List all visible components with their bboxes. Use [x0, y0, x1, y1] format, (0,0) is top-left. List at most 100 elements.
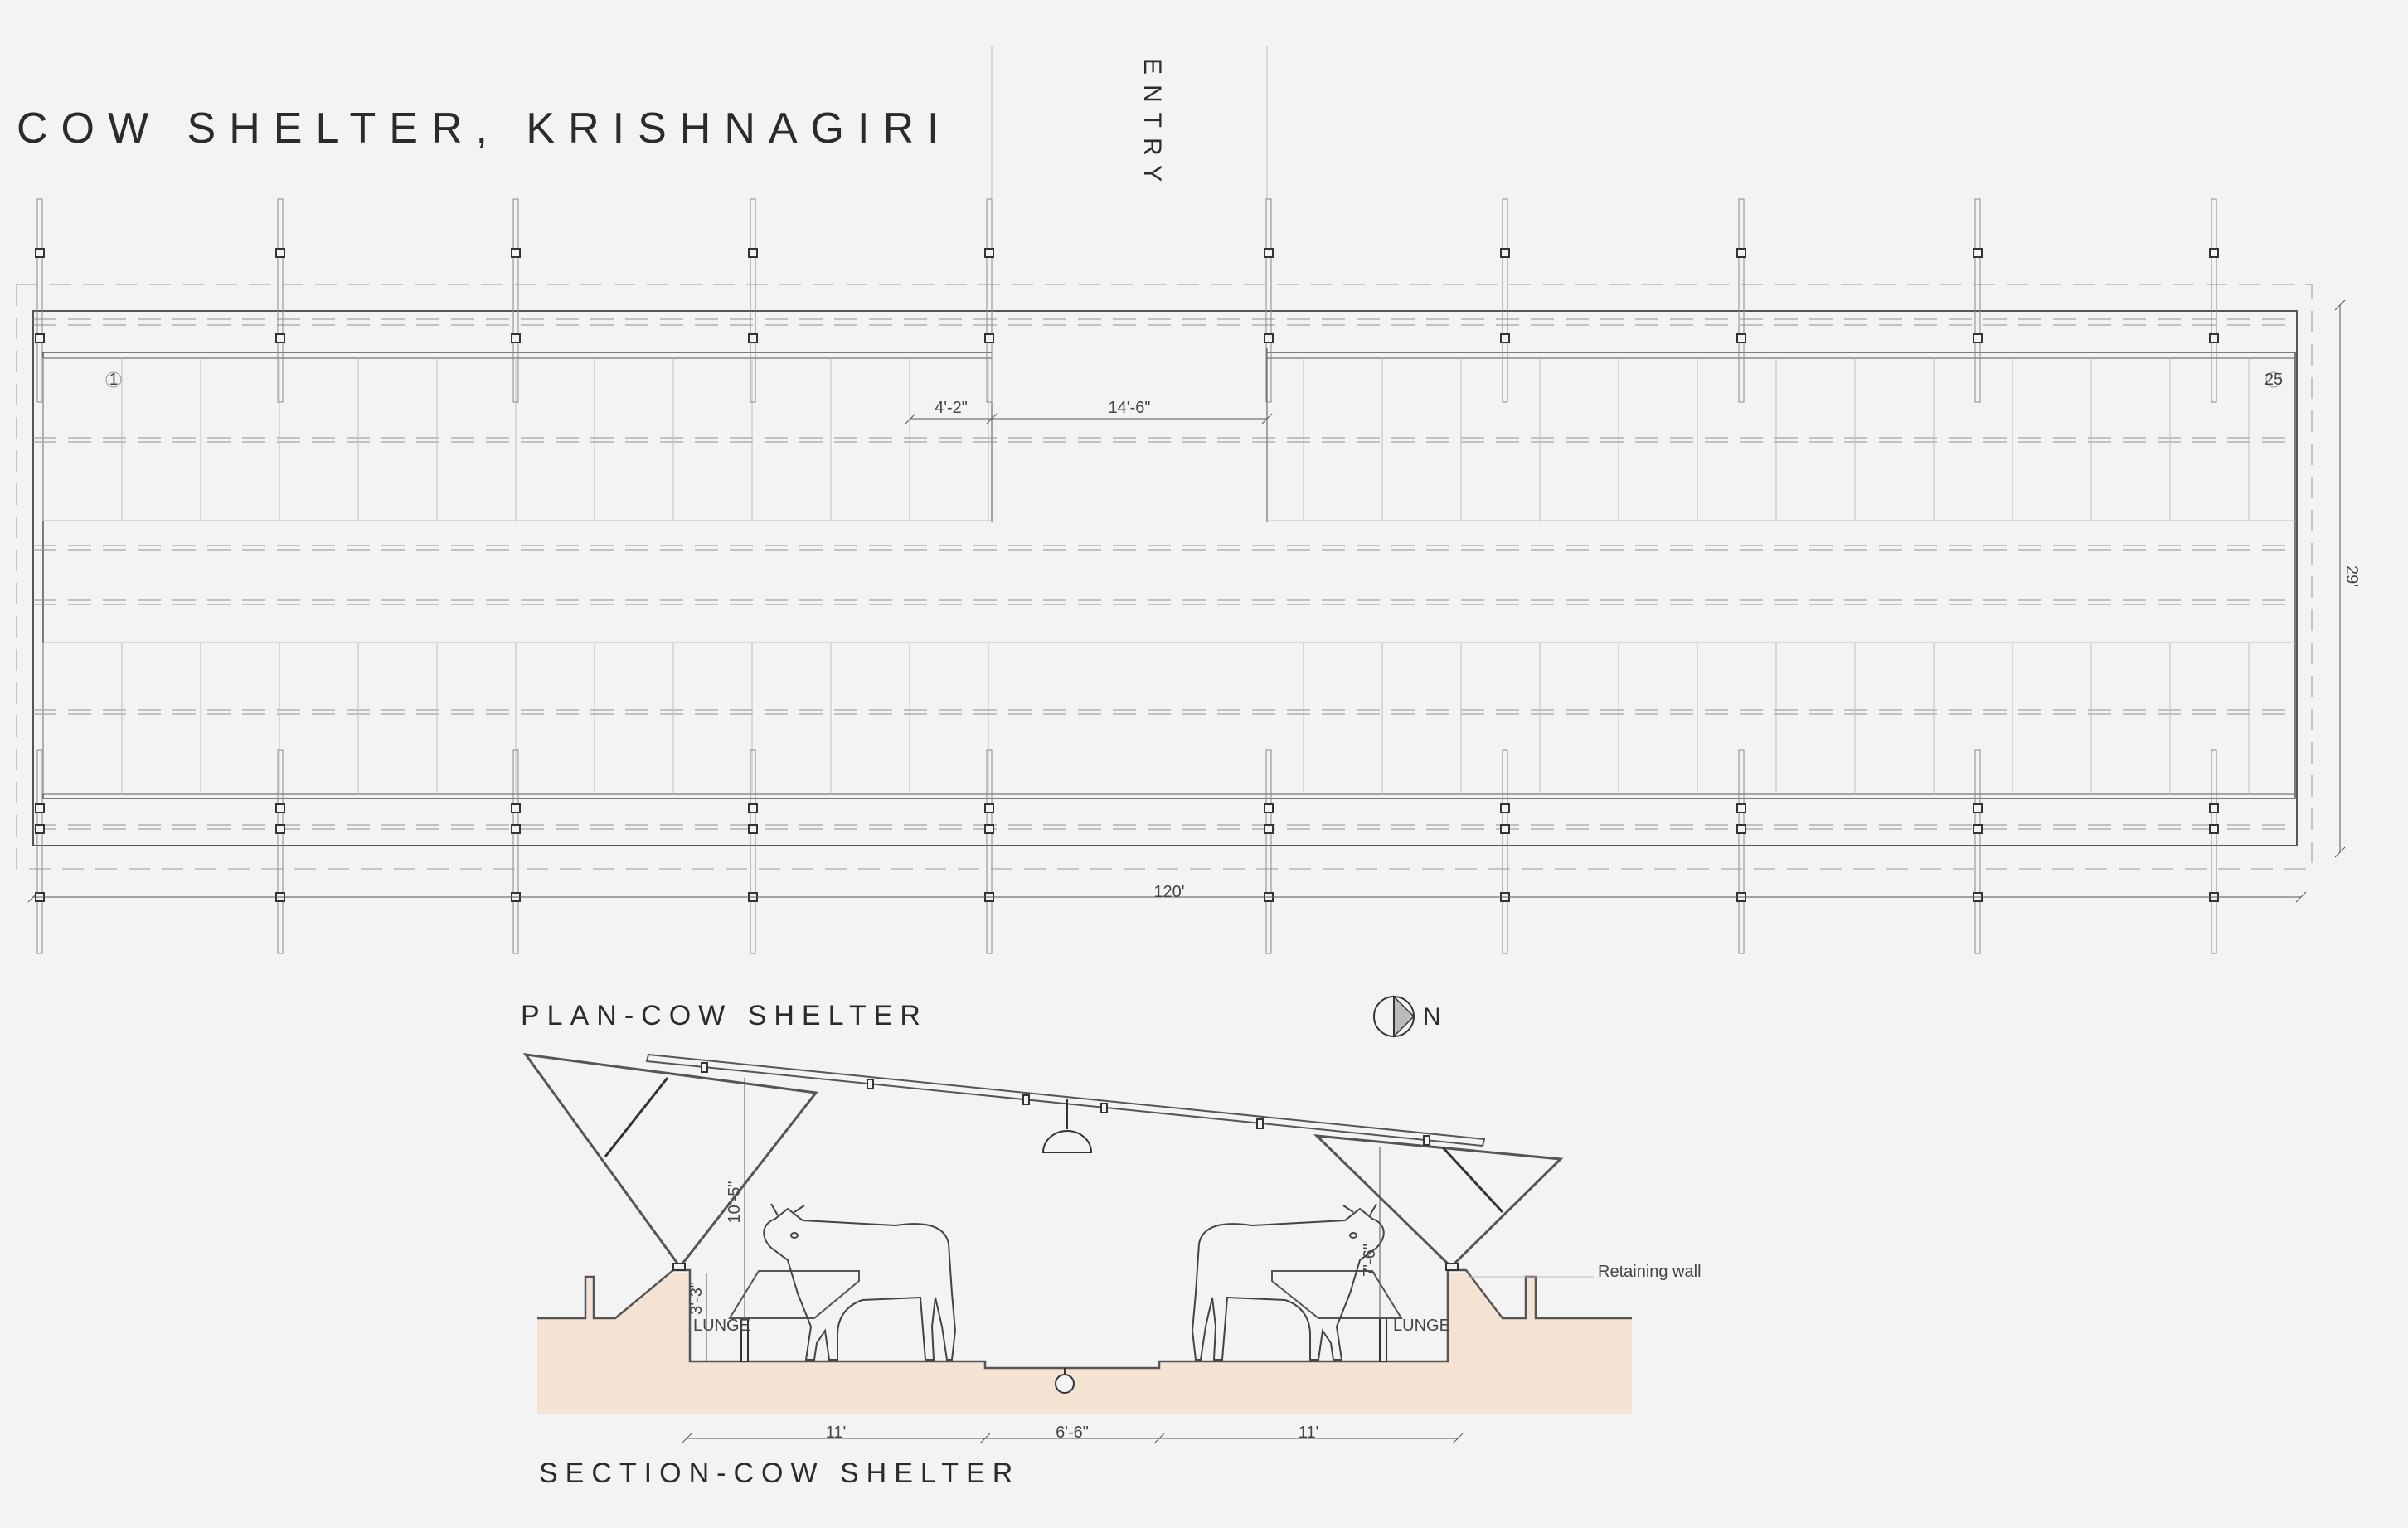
- dim-length-tick-1: [27, 891, 39, 903]
- dim-section-tick-4: [1452, 1433, 1464, 1444]
- manger-right: [1271, 1270, 1403, 1319]
- plan-outer-wall: [32, 310, 2298, 846]
- column-post: [1500, 333, 1510, 343]
- dim-section-left-label: 11': [826, 1424, 847, 1442]
- dim-length-tick-2: [2295, 891, 2307, 903]
- column-post: [35, 803, 45, 813]
- roof-purlin-2: [867, 1079, 874, 1089]
- manger-left: [728, 1270, 860, 1319]
- stall-number-last: 25: [2265, 371, 2283, 389]
- column-line: [2211, 749, 2217, 954]
- entry-label: ENTRY: [1138, 58, 1166, 192]
- dim-width-tick-2: [2334, 846, 2346, 858]
- roof-purlin-4: [1100, 1103, 1108, 1113]
- stall-number-marker-last: [2265, 371, 2282, 388]
- column-post: [748, 824, 758, 834]
- dim-width-label: 29': [2342, 565, 2361, 587]
- column-post: [984, 803, 994, 813]
- column-line: [277, 198, 284, 403]
- column-post: [748, 248, 758, 258]
- stall-number-first: 1: [109, 371, 118, 389]
- drawing-title: COW SHELTER, KRISHNAGIRI: [17, 104, 952, 153]
- column-line: [36, 198, 43, 403]
- dim-height-right-label: 7'-6": [1361, 1244, 1379, 1277]
- column-line: [1738, 198, 1745, 403]
- entry-opening: [992, 348, 1267, 365]
- column-post: [1973, 824, 1983, 834]
- truss-right-web: [1441, 1146, 1504, 1214]
- roof-purlin-6: [1423, 1135, 1430, 1146]
- cow-left: [763, 1203, 957, 1361]
- column-post: [1500, 824, 1510, 834]
- column-post: [984, 824, 994, 834]
- column-post: [1264, 248, 1274, 258]
- roof-purlin-3: [1022, 1094, 1030, 1105]
- column-line: [986, 749, 993, 954]
- column-line: [1265, 749, 1272, 954]
- north-arrow-fill: [1393, 995, 1415, 1038]
- column-post: [1500, 803, 1510, 813]
- dim-entry-label: 14'-6": [1109, 399, 1151, 417]
- column-line: [750, 749, 756, 954]
- plan-caption: PLAN-COW SHELTER: [521, 1000, 928, 1031]
- ground-earth: [537, 1273, 1632, 1414]
- lunge-label-left: LUNGE: [693, 1317, 750, 1335]
- column-post: [35, 248, 45, 258]
- column-post: [1973, 333, 1983, 343]
- column-post: [1264, 803, 1274, 813]
- column-post: [2209, 333, 2219, 343]
- truss-right: [1313, 1134, 1564, 1269]
- column-line: [1265, 198, 1272, 403]
- column-post: [1973, 248, 1983, 258]
- roof-sheet: [645, 1053, 1486, 1147]
- lamp-shade: [1041, 1130, 1093, 1153]
- column-line: [986, 198, 993, 403]
- column-post: [1500, 248, 1510, 258]
- column-line: [512, 198, 519, 403]
- column-post: [275, 333, 285, 343]
- column-line: [750, 198, 756, 403]
- column-post: [511, 803, 521, 813]
- column-line: [1974, 749, 1981, 954]
- dim-section-center-label: 6'-6": [1056, 1424, 1089, 1442]
- roof-purlin-5: [1256, 1118, 1264, 1129]
- column-post: [984, 248, 994, 258]
- stall-divisions: [42, 358, 2250, 794]
- column-post: [275, 248, 285, 258]
- column-post: [35, 333, 45, 343]
- dim-bay-tick-1: [905, 413, 916, 424]
- roof-purlin-1: [701, 1062, 708, 1073]
- column-line: [2211, 198, 2217, 403]
- drain-pipe: [1055, 1374, 1075, 1394]
- dim-length-label: 120': [1153, 883, 1184, 901]
- column-post: [511, 824, 521, 834]
- dim-lunge-height-label: 3'-3": [687, 1282, 706, 1315]
- column-post: [511, 248, 521, 258]
- cow-right: [1191, 1203, 1385, 1361]
- ground-profile: [537, 1268, 1632, 1370]
- plan-drawing: 1 25 4'-2" 14'-6" 120' 29': [16, 198, 2361, 954]
- section-drawing: LUNGE LUNGE: [522, 1053, 1702, 1444]
- retaining-wall-label: Retaining wall: [1598, 1263, 1702, 1281]
- column-post: [275, 803, 285, 813]
- north-label: N: [1423, 1003, 1441, 1031]
- column-post: [1736, 333, 1746, 343]
- column-post: [748, 333, 758, 343]
- stall-number-marker-first: [105, 371, 122, 388]
- dim-section-tick-2: [979, 1433, 991, 1444]
- structural-columns: [35, 198, 2219, 954]
- column-post: [35, 824, 45, 834]
- dim-section-tick-1: [681, 1433, 692, 1444]
- column-post: [275, 824, 285, 834]
- plan-inner-wall: [42, 352, 2296, 799]
- roof-outline: [16, 284, 2313, 870]
- column-post: [1736, 824, 1746, 834]
- column-post: [1736, 248, 1746, 258]
- dim-section-right-label: 11': [1299, 1424, 1319, 1442]
- column-post: [984, 333, 994, 343]
- dim-entry-tick: [1261, 413, 1273, 424]
- column-post: [1264, 333, 1274, 343]
- column-line: [1738, 749, 1745, 954]
- north-arrow: [1373, 995, 1415, 1038]
